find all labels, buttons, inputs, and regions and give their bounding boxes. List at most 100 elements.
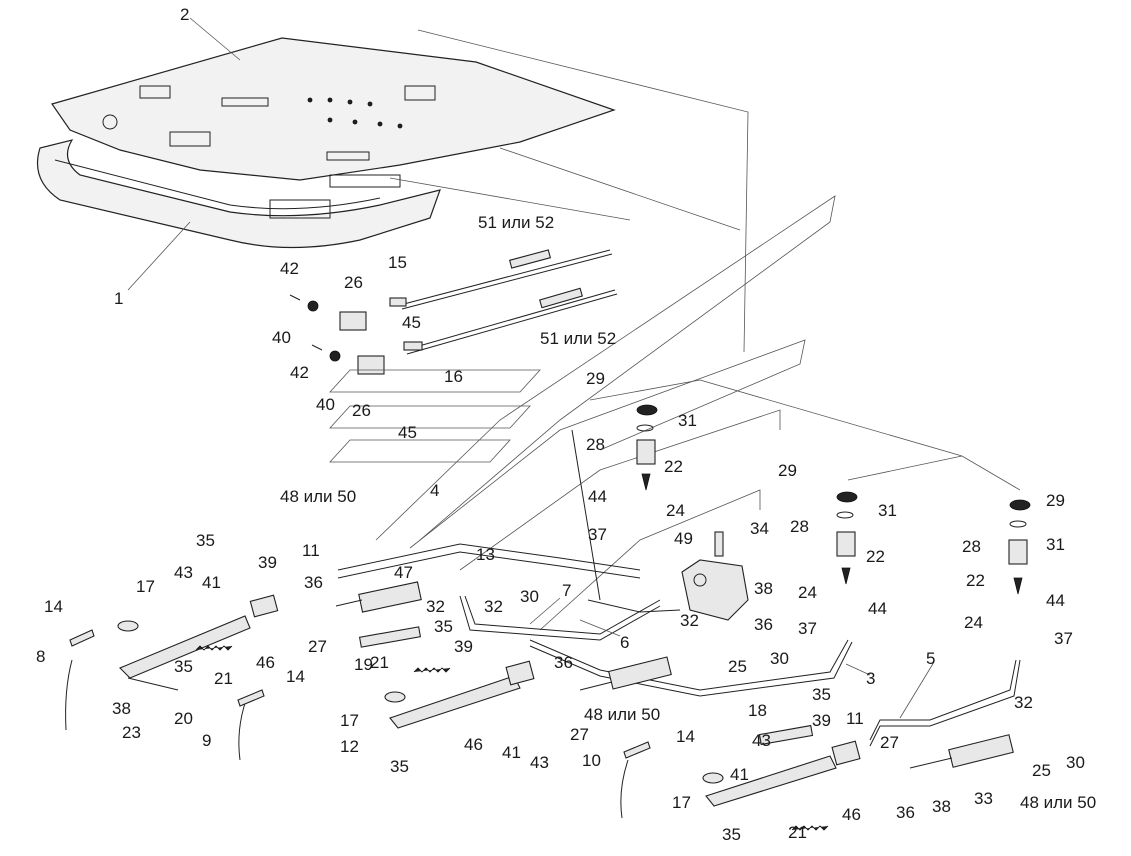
label-39-b: 39 (454, 637, 473, 656)
label-16: 16 (444, 367, 463, 386)
label-6: 6 (620, 633, 629, 652)
label-27-b: 27 (570, 725, 589, 744)
label-1: 1 (114, 289, 123, 308)
label-31-a: 31 (678, 411, 697, 430)
label-42-bottom: 42 (290, 363, 309, 382)
label-36-d: 36 (896, 803, 915, 822)
label-44-c: 44 (1046, 591, 1065, 610)
label-39-c: 39 (812, 711, 831, 730)
label-7: 7 (562, 581, 571, 600)
label-21-b: 21 (370, 653, 389, 672)
label-35-e: 35 (390, 757, 409, 776)
label-42-top: 42 (280, 259, 299, 278)
label-41-b: 41 (502, 743, 521, 762)
label-36-c: 36 (554, 653, 573, 672)
label-43-c: 43 (530, 753, 549, 772)
label-28-b: 28 (790, 517, 809, 536)
label-26-bottom: 26 (352, 401, 371, 420)
label-13: 13 (476, 545, 495, 564)
label-19: 19 (354, 655, 373, 674)
label-51-or-52-top: 51 или 52 (478, 213, 554, 232)
label-40-top: 40 (272, 328, 291, 347)
label-45-bottom: 45 (398, 423, 417, 442)
label-38-a: 38 (754, 579, 773, 598)
pedal-assembly-middle (237, 626, 535, 761)
label-43-a: 43 (174, 563, 193, 582)
label-35-b: 35 (434, 617, 453, 636)
label-49: 49 (674, 529, 693, 548)
label-22-b: 22 (866, 547, 885, 566)
label-37-a: 37 (588, 525, 607, 544)
cable-brackets (289, 294, 423, 375)
label-2: 2 (180, 5, 189, 24)
label-30-a: 30 (520, 587, 539, 606)
label-36-a: 36 (304, 573, 323, 592)
label-30-c: 30 (1066, 753, 1085, 772)
label-25-b: 25 (1032, 761, 1051, 780)
label-51-or-52-mid: 51 или 52 (540, 329, 616, 348)
label-17-c: 17 (672, 793, 691, 812)
label-27-c: 27 (880, 733, 899, 752)
label-28-a: 28 (586, 435, 605, 454)
label-24-a: 24 (666, 501, 685, 520)
label-40-bottom: 40 (316, 395, 335, 414)
label-36-b: 36 (754, 615, 773, 634)
label-41-c: 41 (730, 765, 749, 784)
skewed-panels (329, 195, 836, 631)
label-30-b: 30 (770, 649, 789, 668)
label-21-a: 21 (214, 669, 233, 688)
label-37-b: 37 (798, 619, 817, 638)
label-41-a: 41 (202, 573, 221, 592)
label-38-c: 38 (932, 797, 951, 816)
label-39-a: 39 (258, 553, 277, 572)
label-47: 47 (394, 563, 413, 582)
label-38-b: 38 (112, 699, 131, 718)
label-15: 15 (388, 253, 407, 272)
master-cylinder-1 (335, 581, 422, 613)
control-cable-lower (404, 287, 618, 355)
reservoir-1 (636, 404, 658, 491)
label-14-c: 14 (676, 727, 695, 746)
label-44-a: 44 (588, 487, 607, 506)
label-46-c: 46 (842, 805, 861, 824)
label-24-c: 24 (964, 613, 983, 632)
label-32-b: 32 (484, 597, 503, 616)
label-34: 34 (750, 519, 769, 538)
label-8: 8 (36, 647, 45, 666)
reservoir-3 (1008, 499, 1031, 595)
label-14-a: 14 (44, 597, 63, 616)
label-29-a: 29 (586, 369, 605, 388)
label-29-b: 29 (778, 461, 797, 480)
leader-lines (127, 17, 935, 719)
label-48-or-50-mid: 48 или 50 (584, 705, 660, 724)
label-46-b: 46 (464, 735, 483, 754)
label-21-c: 21 (788, 823, 807, 842)
guide-lines (389, 29, 1021, 491)
cab-frame-part (36, 139, 441, 249)
label-14-b: 14 (286, 667, 305, 686)
label-17-b: 17 (340, 711, 359, 730)
label-22-a: 22 (664, 457, 683, 476)
label-22-c: 22 (966, 571, 985, 590)
label-20: 20 (174, 709, 193, 728)
label-26-top: 26 (344, 273, 363, 292)
master-cylinder-2 (579, 656, 672, 691)
label-5: 5 (926, 649, 935, 668)
label-12: 12 (340, 737, 359, 756)
label-35-f: 35 (722, 825, 741, 844)
label-33: 33 (974, 789, 993, 808)
label-27-a: 27 (308, 637, 327, 656)
label-43-b: 43 (752, 731, 771, 750)
label-18: 18 (748, 701, 767, 720)
master-cylinder-3 (909, 734, 1014, 769)
label-48-or-50-top: 48 или 50 (280, 487, 356, 506)
label-32-c: 32 (680, 611, 699, 630)
valve-block (681, 531, 749, 621)
label-45-top: 45 (402, 313, 421, 332)
reservoir-2 (836, 491, 858, 585)
label-31-b: 31 (878, 501, 897, 520)
label-48-or-50-bottom: 48 или 50 (1020, 793, 1096, 812)
pedal-assembly-left (65, 594, 279, 731)
label-25-a: 25 (728, 657, 747, 676)
